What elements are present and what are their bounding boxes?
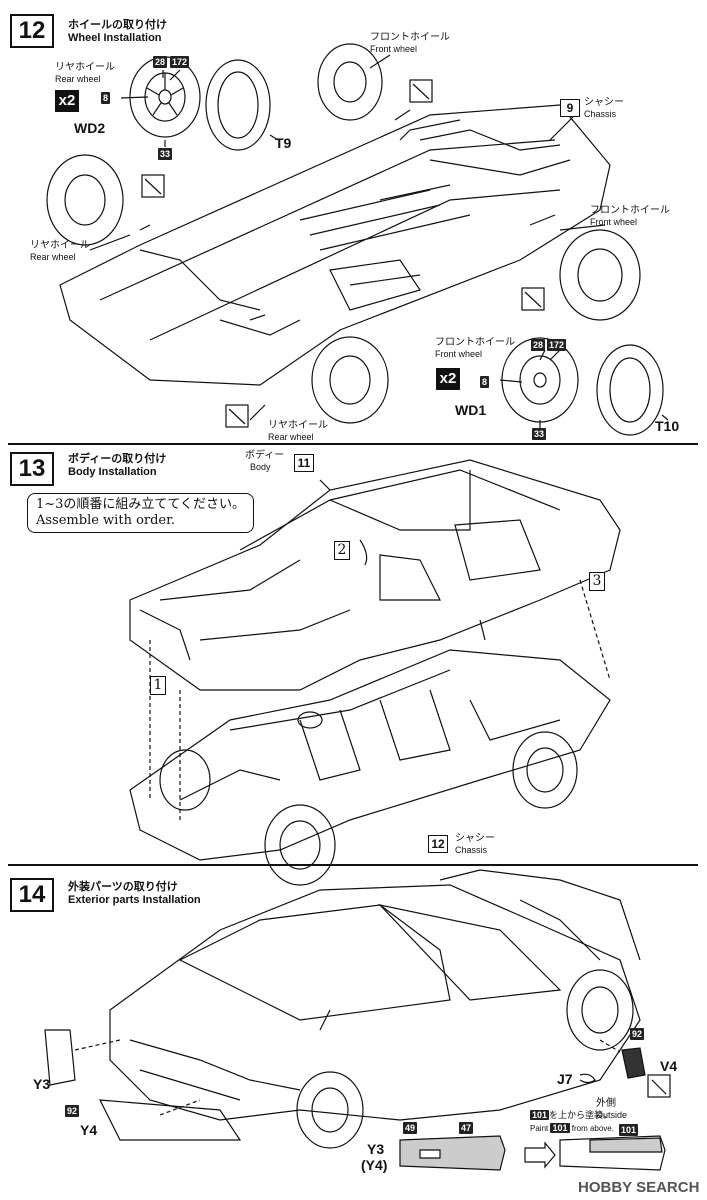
section-divider xyxy=(8,864,698,866)
rear-wheel-label-en: Rear wheel xyxy=(55,74,101,84)
wd2-label: WD2 xyxy=(74,120,106,136)
front-wheel-top-label-en: Front wheel xyxy=(370,44,418,54)
front-wheel-wd1-label-en: Front wheel xyxy=(435,349,483,359)
rear-wheel-bottom xyxy=(311,336,389,424)
step-title-jp: 外装パーツの取り付け xyxy=(68,880,178,893)
assembly-order-note-jp: 1~3の順番に組み立ててください。 xyxy=(36,497,246,512)
assembly-order-note: 1~3の順番に組み立ててください。 Assemble with order. xyxy=(27,493,255,533)
outside-label-jp: 外側 xyxy=(596,1098,616,1109)
part-33-label-wd1: 33 xyxy=(532,428,547,440)
y4-paint-label: (Y4) xyxy=(361,1157,388,1173)
paint-instruction-en: Paint 101 from above. xyxy=(530,1123,614,1133)
body-shell xyxy=(129,459,621,691)
rear-wheel-left-label-en: Rear wheel xyxy=(30,252,76,262)
j7-label: J7 xyxy=(557,1071,573,1087)
part-28-label: 28 xyxy=(153,56,168,68)
chassis-label-en: Chassis xyxy=(584,109,617,119)
tire-t9 xyxy=(205,59,271,151)
v4-label: V4 xyxy=(660,1058,678,1074)
part-33-label: 33 xyxy=(158,148,173,160)
y3-paint-label: Y3 xyxy=(367,1141,385,1157)
part-47-label: 47 xyxy=(459,1122,474,1134)
order-step-2: 2 xyxy=(334,541,350,560)
step-title-jp: ホイールの取り付け xyxy=(68,18,167,31)
part-92-label-front: 92 xyxy=(630,1028,645,1040)
chassis-part-box: 12 xyxy=(428,835,448,853)
part-172-label-wd1: 172 xyxy=(547,339,567,351)
y3-label: Y3 xyxy=(33,1076,51,1092)
order-step-3: 3 xyxy=(589,572,605,591)
chassis-outline xyxy=(59,104,611,386)
rear-wheel-bottom-label-en: Rear wheel xyxy=(268,432,314,442)
part-101-label-outside: 101 xyxy=(619,1124,639,1136)
part-8-label-wd1: 8 xyxy=(480,376,490,388)
step-title-en: Body Installation xyxy=(68,466,157,478)
step-number: 13 xyxy=(10,452,54,486)
outside-label-en: Outside xyxy=(596,1110,628,1120)
step-number: 14 xyxy=(10,878,54,912)
rear-wheel-left-label-jp: リヤホイール xyxy=(30,240,90,251)
chassis-interior xyxy=(129,649,611,861)
multiplier-badge-wd1: x2 xyxy=(436,368,460,390)
chassis-part-box: 9 xyxy=(560,99,580,117)
front-wheel-right xyxy=(559,229,641,321)
chassis-label-en: Chassis xyxy=(455,845,488,855)
chassis-label-jp: シャシー xyxy=(584,97,624,108)
part-92-label-rear: 92 xyxy=(65,1105,80,1117)
part-49-label: 49 xyxy=(403,1122,418,1134)
wd1-label: WD1 xyxy=(455,402,487,418)
part-101-label: 101 xyxy=(550,1123,570,1133)
watermark: HOBBY SEARCH xyxy=(578,1179,700,1196)
step-title-jp: ボディーの取り付け xyxy=(68,452,167,465)
t9-label: T9 xyxy=(275,135,292,151)
step-title-en: Wheel Installation xyxy=(68,32,162,44)
front-wheel-right-label-en: Front wheel xyxy=(590,217,638,227)
part-101-label: 101 xyxy=(530,1110,550,1120)
front-wheel-right-label-jp: フロントホイール xyxy=(590,205,670,216)
step-title-en: Exterior parts Installation xyxy=(68,894,201,906)
order-step-1: 1 xyxy=(150,676,166,695)
step-number: 12 xyxy=(10,14,54,48)
rear-wheel-label-jp: リヤホイール xyxy=(55,62,115,73)
t10-label: T10 xyxy=(655,418,680,434)
tire-t10 xyxy=(596,344,664,436)
multiplier-badge: x2 xyxy=(55,90,79,112)
section-divider xyxy=(8,443,698,445)
part-172-label: 172 xyxy=(170,56,190,68)
rear-wheel-left xyxy=(46,154,124,246)
body-label-jp: ボディー xyxy=(245,450,285,461)
body-label-en: Body xyxy=(250,462,271,472)
assembly-order-note-en: Assemble with order. xyxy=(36,513,176,528)
front-wheel-top xyxy=(317,43,383,121)
front-wheel-wd1-label-jp: フロントホイール xyxy=(435,337,515,348)
y4-label: Y4 xyxy=(80,1122,98,1138)
body-part-box: 11 xyxy=(294,454,314,472)
chassis-label-jp: シャシー xyxy=(455,833,495,844)
part-8-label: 8 xyxy=(101,92,111,104)
part-28-label-wd1: 28 xyxy=(531,339,546,351)
rear-bumper-part xyxy=(44,1029,76,1086)
front-bumper-part xyxy=(98,1099,242,1141)
front-wheel-top-label-jp: フロントホイール xyxy=(370,32,450,43)
rear-wheel-bottom-label-jp: リヤホイール xyxy=(268,420,328,431)
